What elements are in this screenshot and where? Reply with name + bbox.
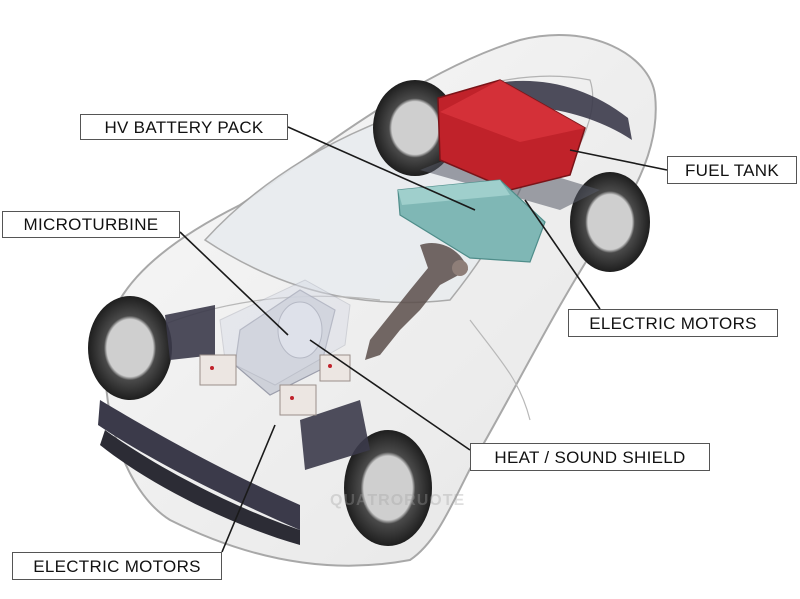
leader-fuel-tank — [569, 149, 668, 171]
leader-electric-motors-front — [221, 424, 276, 553]
label-fuel-tank: FUEL TANK — [667, 156, 797, 184]
leader-hv-battery — [287, 126, 476, 211]
hv-battery-pack — [397, 179, 546, 263]
label-electric-motors-front: ELECTRIC MOTORS — [12, 552, 222, 580]
leader-heat-shield — [309, 339, 471, 451]
tire-front-right — [344, 430, 432, 546]
leader-microturbine — [179, 231, 289, 336]
front-electric-motors — [199, 354, 351, 416]
leader-electric-motors-rear — [524, 199, 601, 310]
leader-lines — [179, 126, 668, 553]
microturbine — [234, 289, 336, 396]
label-heat-sound-shield: HEAT / SOUND SHIELD — [470, 443, 710, 471]
front-frame — [98, 305, 370, 530]
label-electric-motors-rear: ELECTRIC MOTORS — [568, 309, 778, 337]
tire-rear-left — [373, 80, 457, 176]
fuel-tank — [437, 79, 586, 191]
tire-rear-right — [570, 172, 650, 272]
tire-front-left — [88, 296, 172, 400]
watermark: QUATRORUOTE — [330, 492, 466, 509]
label-microturbine: MICROTURBINE — [2, 211, 180, 238]
front-bumper — [100, 430, 300, 545]
drive-shaft — [365, 242, 468, 360]
label-hv-battery-pack: HV BATTERY PACK — [80, 114, 288, 140]
